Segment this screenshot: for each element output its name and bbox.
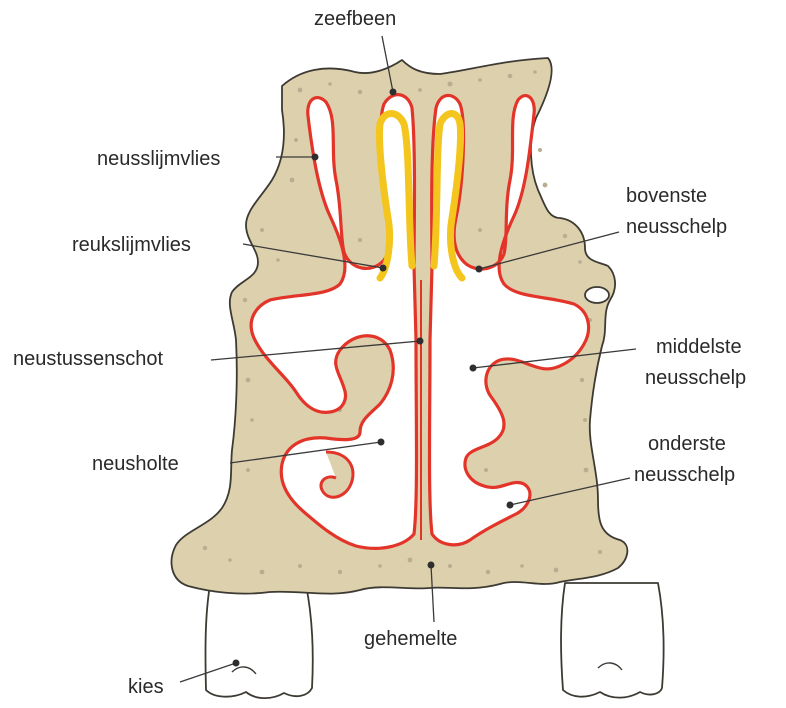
label-neustussenschot: neustussenschot	[13, 348, 164, 370]
leader-onderste	[509, 477, 631, 506]
leader-bovenste	[478, 231, 620, 270]
left-olfactory-mucosa	[375, 110, 416, 282]
dot-reukslijmvlies	[379, 264, 387, 272]
label-zeefbeen: zeefbeen	[314, 8, 396, 30]
leader-gehemelte	[430, 564, 435, 623]
dot-onderste	[506, 501, 514, 509]
label-kies: kies	[128, 676, 164, 698]
right-olfactory-mucosa	[430, 110, 466, 282]
left-molar	[204, 584, 314, 700]
dot-bovenste	[475, 265, 483, 273]
leader-middelste	[472, 348, 637, 369]
leader-reukslijmvlies	[242, 243, 384, 269]
label-bovenste-line2: neusschelp	[626, 216, 727, 238]
label-middelste-line1: middelste	[656, 336, 742, 358]
label-bovenste-line1: bovenste	[626, 185, 707, 207]
label-middelste-line2: neusschelp	[645, 367, 746, 389]
label-gehemelte: gehemelte	[364, 628, 457, 650]
leader-neustussenschot	[210, 340, 421, 361]
dot-neustussenschot	[416, 337, 424, 345]
dot-zeefbeen	[389, 88, 397, 96]
dot-neusslijmvlies	[311, 153, 319, 161]
molar-detail-lines	[231, 662, 623, 675]
leader-kies	[179, 662, 237, 683]
dot-middelste	[469, 364, 477, 372]
label-onderste-line1: onderste	[648, 433, 726, 455]
label-neusslijmvlies: neusslijmvlies	[97, 148, 220, 170]
label-neusholte: neusholte	[92, 453, 179, 475]
right-molar	[560, 582, 665, 699]
leaders	[179, 35, 637, 683]
leader-zeefbeen	[381, 35, 394, 93]
label-reukslijmvlies: reukslijmvlies	[72, 234, 191, 256]
label-onderste-line2: neusschelp	[634, 464, 735, 486]
dot-kies	[232, 659, 240, 667]
right-nasal-cavity	[427, 93, 591, 547]
dot-gehemelte	[427, 561, 435, 569]
sinus-opening	[584, 286, 610, 304]
leader-neusholte	[229, 441, 382, 464]
left-inferior-curl	[319, 450, 355, 499]
dot-neusholte	[377, 438, 385, 446]
